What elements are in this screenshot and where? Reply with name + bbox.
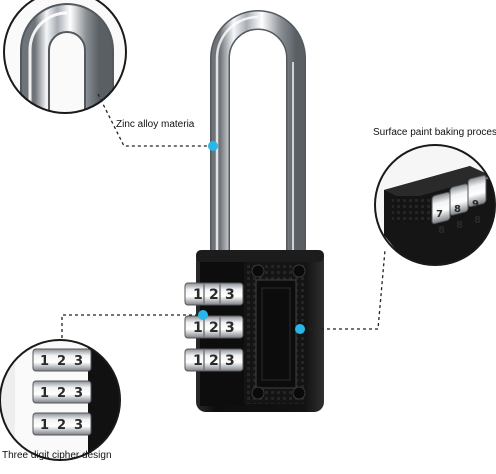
dial-digit: 3 — [74, 386, 83, 401]
main-dial-middle: 1 2 3 — [184, 315, 244, 339]
dial-closeup: 1 2 3 1 2 3 1 2 3 — [0, 339, 121, 461]
dial-digit: 2 — [57, 354, 66, 369]
detail-digit: 8 — [438, 225, 445, 236]
dial-digit: 2 — [209, 353, 219, 369]
closeup-wheel-1: 1 2 3 — [32, 348, 92, 372]
cipher-marker — [198, 310, 208, 320]
dial-digit: 1 — [40, 354, 49, 369]
dial-digit: 1 — [40, 386, 49, 401]
detail-digit: 9 — [472, 199, 479, 210]
dial-digit: 3 — [74, 418, 83, 433]
leader-finish — [303, 249, 386, 330]
dial-digit: 1 — [193, 320, 203, 336]
leader-material — [97, 93, 213, 147]
shackle-closeup — [3, 0, 127, 114]
dial-digit: 3 — [74, 354, 83, 369]
body-closeup: 7 8 9 8 8 8 — [374, 144, 496, 266]
material-marker — [208, 141, 218, 151]
detail-digit: 8 — [474, 215, 481, 226]
dial-digit: 3 — [225, 320, 235, 336]
dial-digit: 3 — [225, 287, 235, 303]
detail-digit: 7 — [436, 209, 443, 220]
accent-dots — [198, 141, 305, 334]
dial-digit: 3 — [225, 353, 235, 369]
leader-cipher — [61, 314, 198, 340]
leader-lines — [61, 93, 386, 340]
dial-digit: 1 — [193, 353, 203, 369]
detail-digit: 8 — [456, 220, 463, 231]
dial-digit: 2 — [57, 386, 66, 401]
dial-digit: 2 — [209, 320, 219, 336]
dial-digit: 1 — [40, 418, 49, 433]
closeup-wheel-3: 1 2 3 — [32, 412, 92, 436]
finish-marker — [295, 324, 305, 334]
material-label: Zinc alloy materia — [116, 119, 195, 130]
cipher-label: Three digit cipher design — [2, 450, 112, 461]
dial-digit: 2 — [57, 418, 66, 433]
dial-digit: 2 — [209, 287, 219, 303]
dial-digit: 1 — [193, 287, 203, 303]
main-dial-top: 1 2 3 — [184, 282, 244, 306]
detail-digit: 8 — [454, 204, 461, 215]
shackle — [210, 10, 306, 258]
main-dial-bottom: 1 2 3 — [184, 348, 244, 372]
finish-label: Surface paint baking process — [373, 127, 496, 138]
closeup-wheel-2: 1 2 3 — [32, 380, 92, 404]
